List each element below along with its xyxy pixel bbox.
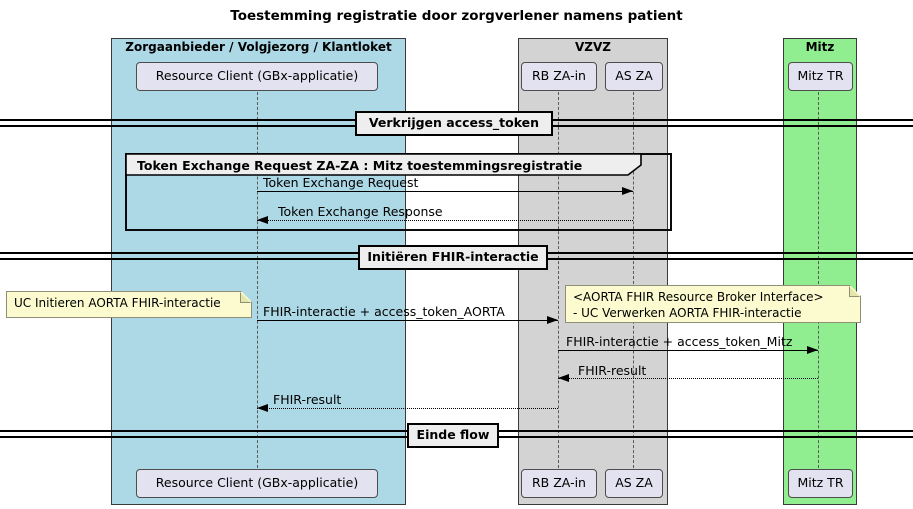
lane-zorgaanbieder <box>111 38 406 505</box>
lifeline-as-za <box>633 92 634 468</box>
note-broker-interface: <AORTA FHIR Resource Broker Interface> -… <box>565 285 861 323</box>
participant-rb-za-in-top: RB ZA-in <box>521 62 597 91</box>
message-label-fhir-result-mitz: FHIR-result <box>578 363 647 378</box>
message-label-fhir-result-aorta: FHIR-result <box>273 392 342 407</box>
lane-vzvz <box>518 38 668 505</box>
note-broker-interface-line1: <AORTA FHIR Resource Broker Interface> <box>573 290 824 304</box>
divider-einde-flow: Einde flow <box>407 423 499 448</box>
message-line-token-exchange-request <box>257 191 633 192</box>
note-uc-initieren-text: UC Initieren AORTA FHIR-interactie <box>14 296 221 310</box>
participant-as-za-bottom: AS ZA <box>605 469 663 498</box>
participant-as-za-top: AS ZA <box>605 62 663 91</box>
arrowhead-right-icon <box>807 346 818 354</box>
message-label-token-exchange-response: Token Exchange Response <box>278 204 443 219</box>
arrowhead-right-icon <box>622 187 633 195</box>
note-fold-icon <box>849 286 860 297</box>
message-line-fhir-result-mitz <box>558 378 818 379</box>
participant-resource-client-bottom: Resource Client (GBx-applicatie) <box>136 469 378 498</box>
arrowhead-right-icon <box>547 316 558 324</box>
lifeline-resource-client <box>257 92 258 468</box>
message-label-fhir-interactie-aorta: FHIR-interactie + access_token_AORTA <box>263 304 505 319</box>
note-uc-initieren: UC Initieren AORTA FHIR-interactie <box>6 291 252 318</box>
message-label-token-exchange-request: Token Exchange Request <box>263 175 419 190</box>
arrowhead-left-icon <box>558 374 569 382</box>
group-label: Token Exchange Request ZA-ZA : Mitz toes… <box>137 158 583 173</box>
arrowhead-left-icon <box>257 216 268 224</box>
message-line-fhir-result-aorta <box>257 408 558 409</box>
lane-zorgaanbieder-title: Zorgaanbieder / Volgjezorg / Klantloket <box>125 40 392 54</box>
arrowhead-left-icon <box>257 404 268 412</box>
divider-initieren-fhir-interactie: Initiëren FHIR-interactie <box>358 245 548 270</box>
lane-vzvz-title: VZVZ <box>575 40 611 54</box>
participant-resource-client-top: Resource Client (GBx-applicatie) <box>136 62 378 91</box>
divider-verkrijgen-access-token: Verkrijgen access_token <box>355 111 553 136</box>
group-header-tab <box>125 153 642 176</box>
lifeline-rb-za-in <box>558 92 559 468</box>
participant-rb-za-in-bottom: RB ZA-in <box>521 469 597 498</box>
message-line-token-exchange-response <box>257 220 633 221</box>
message-label-fhir-interactie-mitz: FHIR-interactie + access_token_Mitz <box>566 334 793 349</box>
participant-mitz-tr-top: Mitz TR <box>788 62 853 91</box>
group-token-exchange: Token Exchange Request ZA-ZA : Mitz toes… <box>125 153 672 231</box>
lifeline-mitz-tr <box>818 92 819 468</box>
message-line-fhir-interactie-aorta <box>257 320 558 321</box>
message-line-fhir-interactie-mitz <box>558 350 818 351</box>
note-broker-interface-line2: - UC Verwerken AORTA FHIR-interactie <box>573 305 802 320</box>
diagram-title: Toestemming registratie door zorgverlene… <box>230 8 683 24</box>
lane-mitz-title: Mitz <box>805 40 835 54</box>
note-fold-icon <box>240 292 251 303</box>
participant-mitz-tr-bottom: Mitz TR <box>788 469 853 498</box>
lane-mitz <box>783 38 857 505</box>
